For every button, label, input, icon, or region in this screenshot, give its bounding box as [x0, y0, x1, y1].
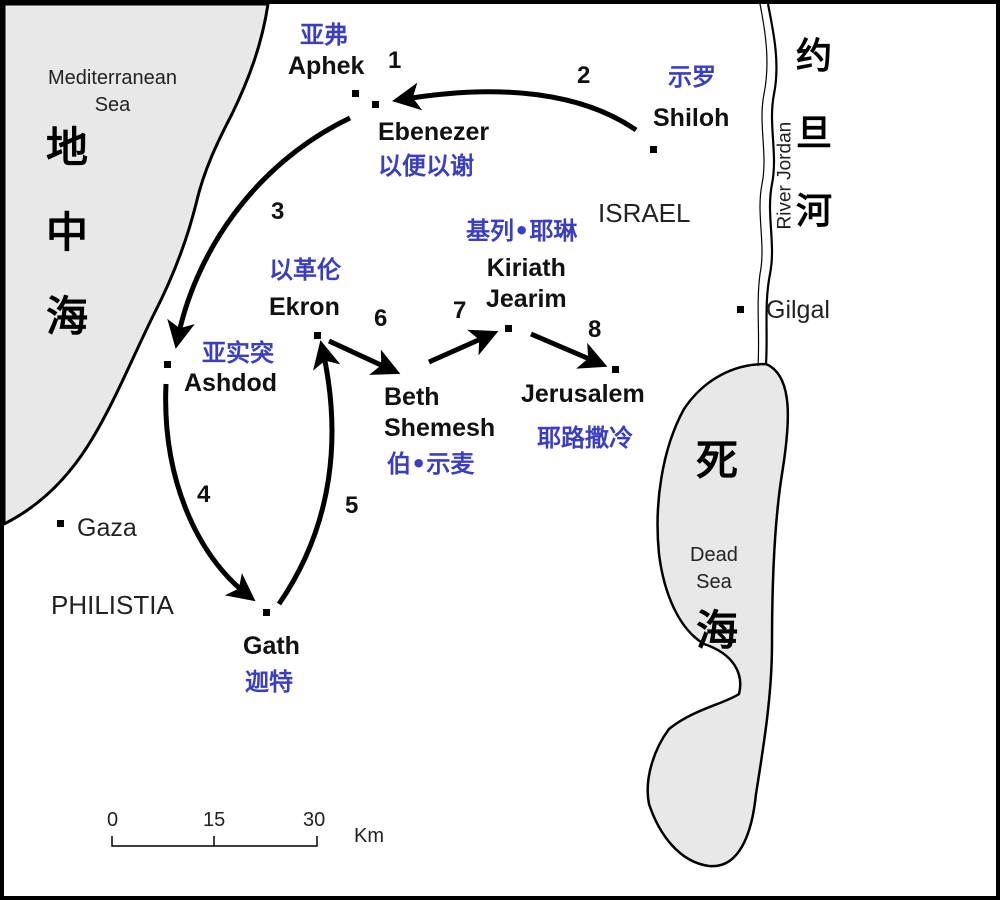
scale-tick-0: 0 — [107, 809, 119, 831]
mediterranean-cn-char-3: 海 — [46, 292, 89, 341]
mediterranean-sea-shape — [4, 4, 270, 526]
geography-layer — [4, 4, 790, 868]
ashdod-cn-label: 亚实突 — [202, 339, 274, 367]
ekron-marker — [314, 332, 321, 339]
beth-shemesh-label: Beth Shemesh — [384, 383, 496, 443]
route-arrow-kiriath-jearim-to-jerusalem — [530, 331, 608, 369]
israel-region-label: ISRAEL — [598, 198, 691, 228]
dead-sea-shape — [646, 362, 790, 868]
gilgal-marker — [737, 306, 744, 313]
river-jordan-cn-char-1: 约 — [796, 36, 833, 77]
scale-bar-line — [111, 836, 318, 847]
route-step-1: 1 — [388, 47, 402, 74]
beth-shemesh-cn-label: 伯•示麦 — [387, 450, 475, 478]
route-arrow-shiloh-to-ebenezer — [392, 82, 638, 133]
scale-unit: Km — [354, 825, 384, 847]
gath-label: Gath — [243, 632, 300, 660]
river-jordan — [764, 4, 778, 365]
jerusalem-label: Jerusalem — [521, 380, 645, 408]
gaza-marker — [57, 520, 64, 527]
river-jordan-label: River Jordan — [774, 121, 796, 230]
route-arrow-ashdod-to-gath — [163, 383, 256, 602]
route-step-8: 8 — [588, 316, 602, 343]
mediterranean-sea-label: Mediterranean Sea — [48, 67, 177, 116]
kiriath-jearim-cn-label: 基列•耶琳 — [466, 217, 578, 245]
ebenezer-cn-label: 以便以谢 — [378, 152, 474, 180]
mediterranean-cn-char-2: 中 — [46, 208, 89, 257]
river-jordan-bank — [757, 4, 768, 367]
gath-cn-label: 迦特 — [245, 668, 293, 696]
dead-sea-cn-char-1: 死 — [696, 436, 739, 485]
ebenezer-marker — [372, 101, 379, 108]
philistia-region-label: PHILISTIA — [51, 590, 174, 620]
route-arrow-ekron-to-beth-shemesh — [327, 338, 401, 375]
river-jordan-cn-char-3: 河 — [796, 191, 833, 232]
ekron-label: Ekron — [269, 293, 340, 321]
aphek-cn-label: 亚弗 — [300, 21, 348, 49]
scale-tick-30: 30 — [303, 809, 326, 831]
route-step-4: 4 — [197, 481, 211, 508]
jerusalem-cn-label: 耶路撒冷 — [537, 424, 633, 452]
dead-sea-label: Dead Sea — [690, 544, 738, 593]
jerusalem-marker — [612, 366, 619, 373]
kiriath-jearim-marker — [505, 325, 512, 332]
route-step-2: 2 — [577, 62, 591, 89]
route-step-3: 3 — [271, 198, 285, 225]
kiriath-jearim-label: Kiriath Jearim — [486, 254, 567, 314]
dead-sea-cn-char-2: 海 — [696, 606, 739, 655]
river-jordan-cn-char-2: 旦 — [796, 113, 833, 154]
route-step-6: 6 — [374, 305, 388, 332]
gath-marker — [263, 609, 270, 616]
gilgal-label: Gilgal — [766, 296, 830, 324]
route-layer — [111, 82, 638, 847]
route-step-7: 7 — [453, 297, 467, 324]
mediterranean-cn-char-1: 地 — [46, 123, 89, 172]
route-arrow-beth-shemesh-to-kiriath-jearim — [427, 329, 499, 365]
shiloh-label: Shiloh — [653, 104, 730, 132]
aphek-label: Aphek — [288, 52, 365, 80]
ebenezer-label: Ebenezer — [378, 118, 490, 146]
ekron-cn-label: 以革伦 — [269, 256, 341, 284]
route-arrow-ebenezer-to-ashdod — [167, 115, 352, 349]
route-step-5: 5 — [345, 492, 359, 519]
ashdod-label: Ashdod — [184, 369, 278, 397]
route-arrow-gath-to-ekron — [276, 340, 341, 606]
ashdod-marker — [164, 361, 171, 368]
shiloh-marker — [650, 146, 657, 153]
aphek-marker — [352, 90, 359, 97]
gaza-label: Gaza — [77, 514, 137, 542]
shiloh-cn-label: 示罗 — [668, 63, 716, 91]
scale-tick-15: 15 — [203, 809, 226, 831]
